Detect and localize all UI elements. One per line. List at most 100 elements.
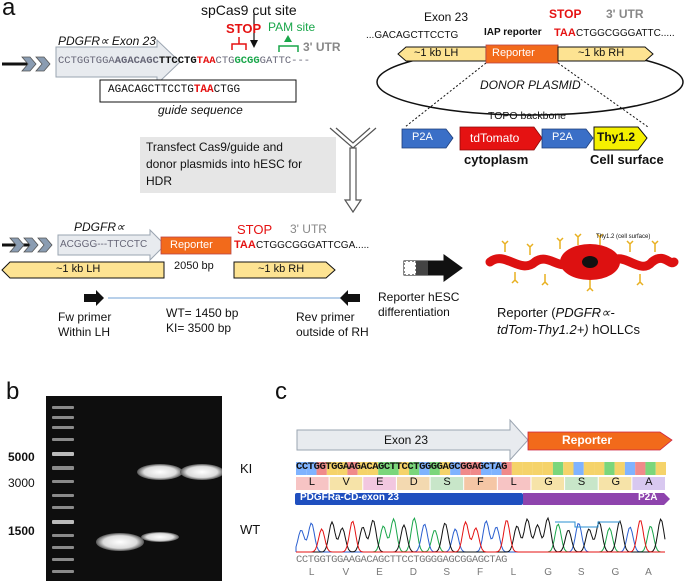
nt-cell (552, 462, 564, 475)
c-feature-bar-2 (523, 493, 670, 505)
aa-cell (430, 477, 464, 490)
aa-cell (464, 477, 497, 490)
seq-g: GATTC--- (259, 55, 311, 67)
fw-primer-sub: Within LH (58, 325, 111, 339)
donor-reporter-label: Reporter (492, 47, 535, 59)
ki-rh-label: ~1 kb RH (258, 263, 305, 275)
nt-cell (491, 462, 502, 475)
nt-cell (347, 462, 358, 475)
exon-marker-2 (35, 56, 51, 72)
aa-letter: G (544, 567, 553, 578)
wt-band-label: WT (240, 522, 261, 537)
exon-marker-1 (21, 56, 37, 72)
band-ki-lane3 (180, 464, 224, 480)
differentiation-line-1: Reporter hESC (378, 290, 460, 304)
ki-gene-label: PDGFR∝ (74, 220, 125, 234)
ki-stop-label: STOP (237, 222, 273, 237)
tdtomato-box (459, 126, 543, 151)
guide-b: TAA (193, 84, 214, 96)
aa-cell (565, 477, 598, 490)
nt-cell (419, 462, 430, 475)
surface-label: Cell surface (590, 152, 664, 167)
band-wt-lane1 (96, 533, 144, 551)
aa-letter: G (611, 476, 621, 488)
panel-a-letter: a (2, 0, 16, 21)
nt-cell (604, 462, 615, 475)
aa-letter: V (342, 476, 350, 488)
trace-G (296, 516, 666, 553)
nt-cell (378, 462, 389, 475)
rev-primer-label: Rev primer (296, 310, 355, 324)
aa-letter: S (577, 567, 585, 578)
nt-cell (357, 462, 368, 475)
ki-utr-label: 3' UTR (290, 222, 327, 236)
aa-cell (497, 477, 531, 490)
rep-1: Reporter ( (497, 305, 556, 320)
ladder-5000: 5000 (8, 450, 35, 464)
gel-image (46, 396, 224, 581)
p2a-2-label: P2A (552, 131, 573, 143)
ki-reporter-box (160, 236, 232, 255)
aa-letter: A (645, 567, 652, 578)
transfect-line-3: HDR (146, 174, 172, 188)
aa-letter: E (376, 567, 383, 578)
ki-rh-arrow (233, 261, 336, 279)
c-exon-label: Exon 23 (384, 433, 429, 447)
guide-box (99, 79, 297, 103)
donor-rh-arrow (557, 46, 654, 62)
aa-letter: S (443, 476, 451, 488)
transfect-box (140, 137, 336, 193)
panel-c-letter: c (275, 378, 287, 405)
cytoplasm-label: cytoplasm (464, 152, 529, 167)
aa-letter: L (510, 567, 517, 578)
nt-cell (624, 462, 636, 475)
nt-cell (306, 462, 317, 475)
nt-cell (532, 462, 543, 475)
seq-c: TTCCTG (158, 55, 197, 67)
p2a-2-box (541, 128, 594, 149)
donor-utr-label: 3' UTR (606, 7, 644, 21)
guide-sequence: AGACAGCTTCCTGTAACTGG (108, 84, 240, 96)
nt-cell (481, 462, 492, 475)
nt-cell (409, 462, 420, 475)
gene-label: PDGFR∝ Exon 23 (58, 34, 156, 48)
thy-label: Thy1.2 (597, 130, 636, 144)
aa-letter: D (409, 567, 417, 578)
donor-seq-right: CTGGCGGGATTC..... (576, 28, 675, 39)
aa-letter: G (544, 476, 553, 488)
thy-box (593, 126, 648, 151)
nt-cell (594, 462, 605, 475)
aa-letter: F (477, 567, 484, 578)
stop-label: STOP (226, 21, 262, 36)
band-wt-lane2 (141, 532, 179, 542)
transfect-line-2: donor plasmids into hESC for (146, 157, 303, 171)
c-exon-arrow (296, 418, 529, 462)
nt-cell (635, 462, 646, 475)
aa-letter: L (308, 476, 315, 488)
nt-cell (296, 462, 307, 475)
donor-exon-label: Exon 23 (424, 10, 469, 24)
c-seq-bottom: CCTGGTGGAAGACAGCTTCCTGGGGAGCGGAGCTAG (296, 554, 507, 566)
nt-cell (614, 462, 625, 475)
top-sequence: CCTGGTGGAAGACAGCTTCCTGTAACTGGCGGGATTC--- (58, 55, 310, 67)
aa-letter: D (409, 476, 418, 488)
nt-cell (367, 462, 379, 475)
differentiation-line-2: differentiation (378, 305, 450, 319)
fw-primer-label: Fw primer (58, 310, 112, 324)
reporter-cell-line-1: Reporter (PDGFR∝- (497, 305, 615, 321)
p2a-1-box (401, 128, 454, 149)
ki-reporter-label: Reporter (170, 239, 213, 251)
donor-stop-label: STOP (549, 7, 582, 21)
ki-lh-label: ~1 kb LH (56, 263, 101, 275)
nt-cell (573, 462, 584, 475)
nt-cell (326, 462, 338, 475)
donor-lh-label: ~1 kb LH (414, 47, 459, 59)
aa-cell (296, 477, 329, 490)
rep-2: hOLLCs (588, 322, 640, 337)
nt-cell (563, 462, 574, 475)
seq-a: CCTGGTGGA (58, 55, 115, 67)
ki-seq-taa: TAA (234, 239, 256, 251)
down-arrow (343, 147, 363, 214)
aa-letter: S (443, 567, 451, 578)
nt-cell (645, 462, 656, 475)
